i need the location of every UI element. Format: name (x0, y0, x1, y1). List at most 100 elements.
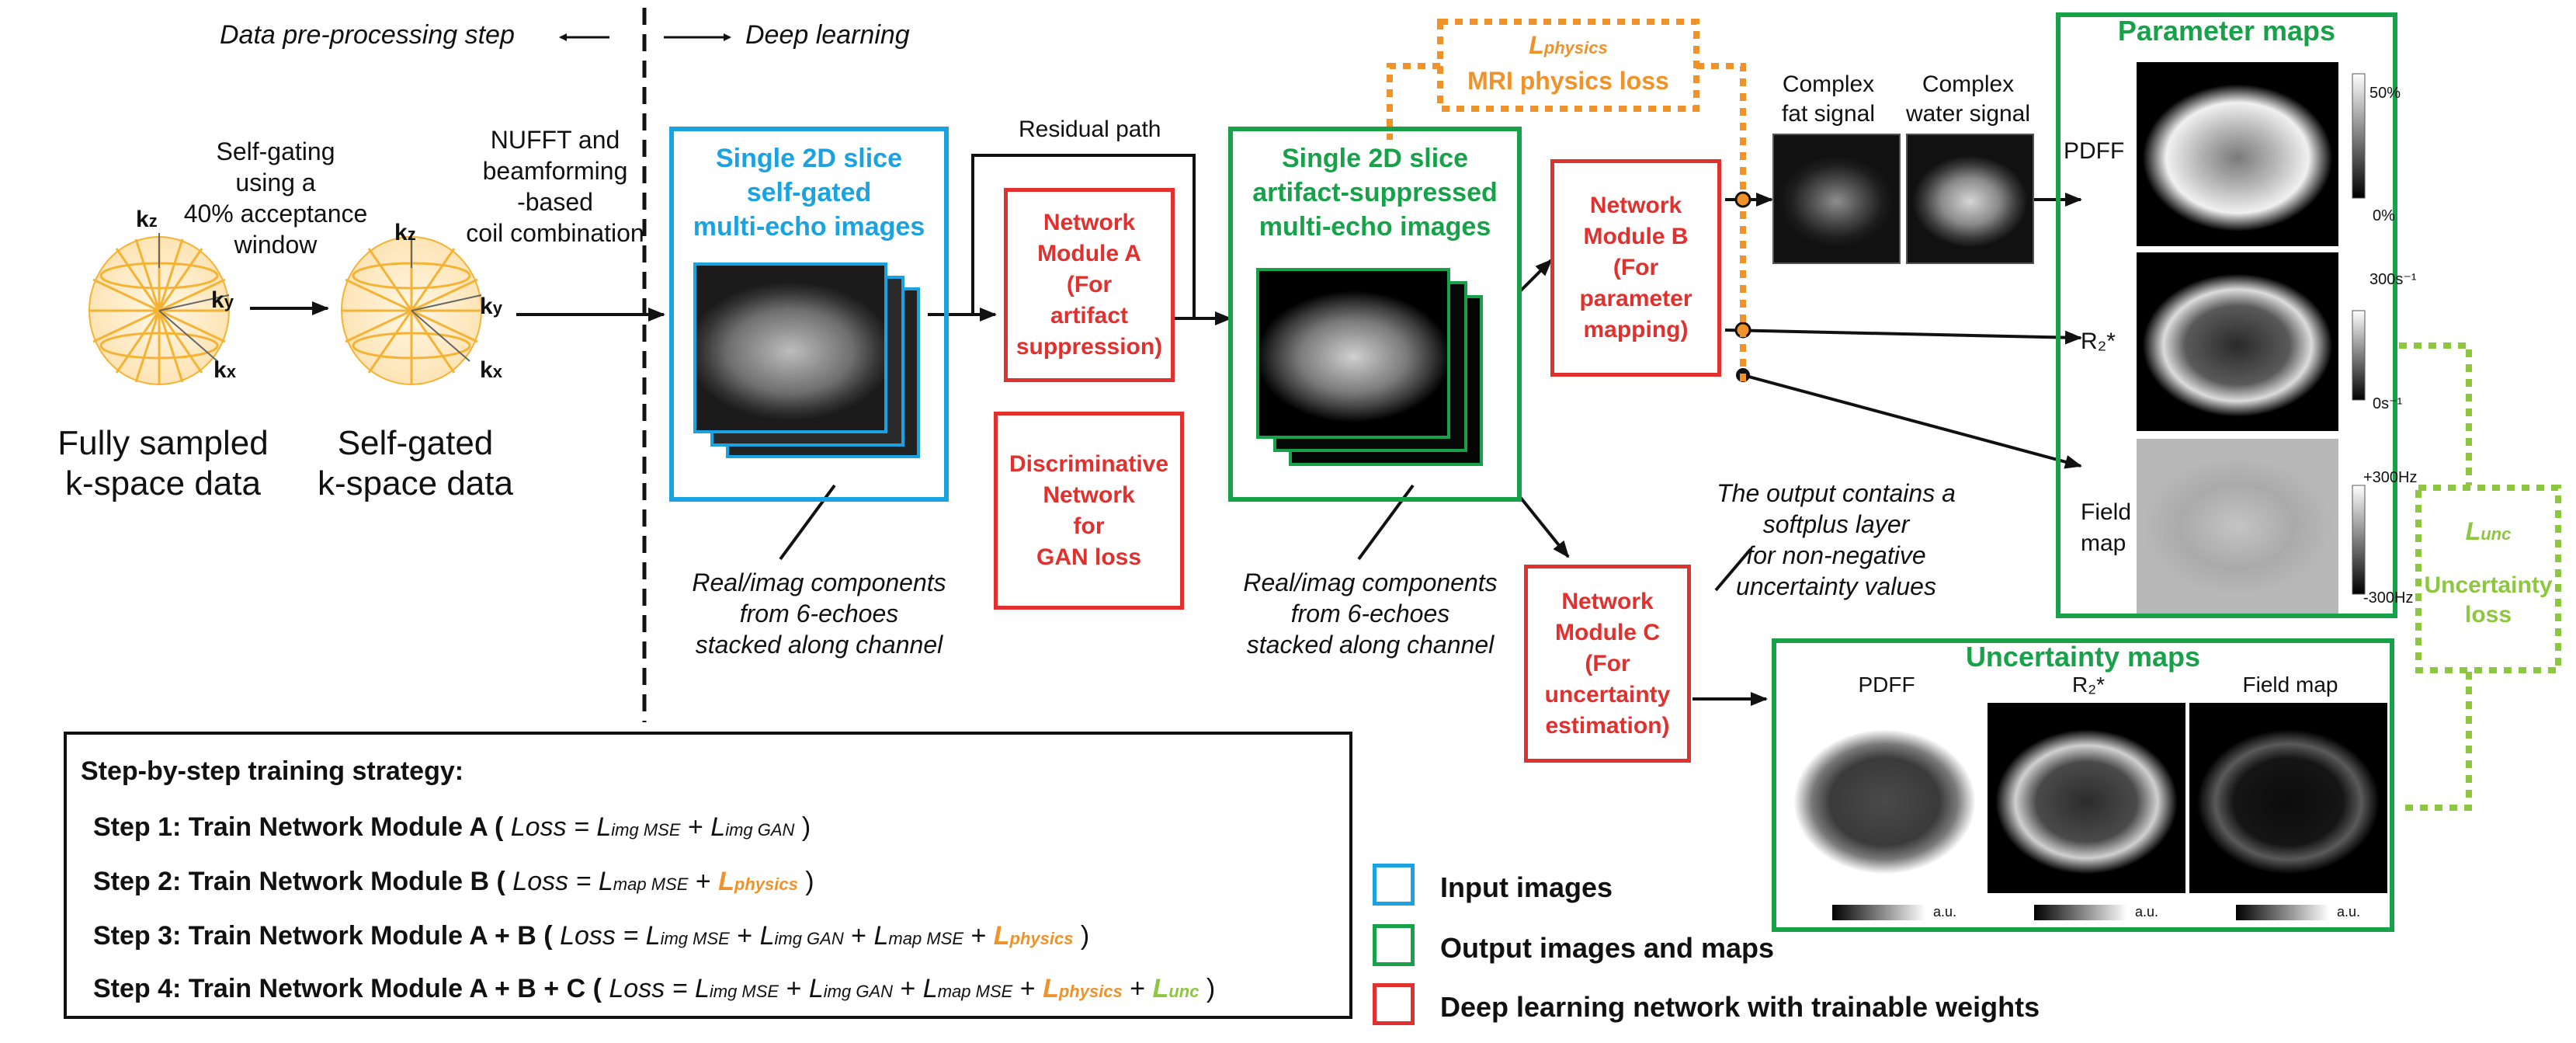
parameter-maps-title: Parameter maps (2117, 15, 2336, 47)
pdff-bottom-tick: 0% (2373, 207, 2395, 224)
loss-term: Limg GAN (710, 812, 795, 842)
uncertainty-unit-1: a.u. (1933, 904, 1957, 920)
physics-loss-dashed (1387, 19, 1746, 388)
uncertainty-maps-box (1772, 638, 2394, 932)
legend-swatch-network (1373, 983, 1415, 1025)
legend-swatch-output (1373, 924, 1415, 966)
parameter-maps-box (2056, 12, 2397, 618)
strategy-step-3: Step 3: Train Network Module A + B ( Los… (93, 921, 1089, 951)
loss-word: Loss = (609, 974, 695, 1003)
param-row-label-pdff: PDFF (2064, 138, 2125, 164)
self-gating-label: Self-gating using a 40% acceptance windo… (183, 137, 368, 259)
input-caption: Real/imag components from 6-echoes stack… (692, 568, 946, 659)
plus-sign: + (1012, 974, 1043, 1003)
kspace-self-gated-sphere (341, 233, 482, 385)
uncertainty-col-pdff: PDFF (1858, 673, 1915, 697)
kx-label-gated: kx (480, 357, 502, 383)
nufft-label: NUFFT and beamforming -based coil combin… (466, 126, 644, 247)
strategy-step-4: Step 4: Train Network Module A + B + C (… (93, 974, 1215, 1004)
plus-sign: + (729, 921, 760, 951)
uncertainty-col-r2: R₂* (2072, 673, 2105, 697)
legend-network: Deep learning network with trainable wei… (1440, 991, 2040, 1023)
legend-output: Output images and maps (1440, 932, 1775, 964)
complex-water-image (1906, 134, 2034, 264)
kx-label-full: kx (214, 357, 236, 383)
r2-map-image (2137, 252, 2338, 431)
output-images-box (1228, 127, 1522, 502)
plus-sign: + (680, 812, 711, 842)
plus-sign: + (963, 921, 994, 951)
ky-label-full: ky (211, 287, 234, 313)
uncertainty-pdff-image (1786, 703, 1984, 893)
loss-term: Limg MSE (596, 812, 681, 842)
flow-arrows (250, 154, 2082, 706)
softplus-note: The output contains a softplus layer for… (1717, 479, 1956, 600)
plus-sign: + (893, 974, 923, 1003)
uncertainty-col-fieldmap: Field map (2242, 673, 2338, 697)
kspace-full-sampled-sphere (89, 233, 230, 385)
plus-sign: + (843, 921, 874, 951)
uncertainty-maps-title: Uncertainty maps (1965, 641, 2201, 673)
training-strategy-box: Step-by-step training strategy: Step 1: … (64, 732, 1352, 1019)
strategy-step-label: Step 1: Train Network Module A ( (93, 812, 511, 842)
pdff-map-image (2137, 62, 2338, 246)
loss-term: Lphysics (718, 867, 798, 896)
uncertainty-loss-label: Uncertainty loss (2424, 572, 2553, 628)
network-module-c: Network Module C (For uncertainty estima… (1524, 565, 1691, 763)
close-paren: ) (1073, 921, 1090, 951)
param-row-label-r2: R₂* (2081, 329, 2116, 354)
input-images-box (669, 127, 949, 502)
param-row-label-fieldmap: Field map (2081, 499, 2132, 556)
network-module-b: Network Module B (For parameter mapping) (1550, 159, 1721, 377)
loss-term: Limg GAN (808, 974, 894, 1003)
uncertainty-unit-2: a.u. (2135, 904, 2159, 920)
kz-label-full: kz (136, 207, 158, 232)
plus-sign: + (1122, 974, 1153, 1003)
loss-word: Loss = (510, 812, 597, 842)
loss-term: Limg GAN (759, 921, 844, 951)
loss-term: Lphysics (993, 921, 1074, 951)
input-block-title: Single 2D slice self-gated multi-echo im… (693, 144, 925, 242)
loss-term: Lunc (1152, 974, 1199, 1003)
uncertainty-fieldmap-image (2189, 703, 2387, 893)
strategy-step-2: Step 2: Train Network Module B ( Loss = … (93, 867, 814, 897)
complex-water-label: Complex water signal (1905, 71, 2031, 127)
strategy-title: Step-by-step training strategy: (81, 756, 464, 786)
r2-top-tick: 300s⁻¹ (2369, 271, 2417, 288)
physics-loss-label: MRI physics loss (1467, 67, 1669, 95)
network-module-a: Network Module A (For artifact suppressi… (1004, 188, 1175, 382)
strategy-step-label: Step 3: Train Network Module A + B ( (93, 921, 561, 951)
complex-fat-image (1772, 134, 1901, 264)
loss-term: Lmap MSE (873, 921, 963, 951)
full-kspace-caption: Fully sampled k-space data (57, 424, 269, 502)
deep-learning-label: Deep learning (745, 20, 910, 50)
close-paren: ) (797, 867, 814, 896)
uncertainty-loss-dashed (2399, 342, 2561, 811)
legend-input: Input images (1440, 871, 1613, 903)
loss-term: Lphysics (1043, 974, 1123, 1003)
physics-loss-symbol: Lphysics (1529, 31, 1608, 59)
discriminative-network: Discriminative Network for GAN loss (994, 412, 1184, 610)
loss-term: Lmap MSE (598, 867, 689, 896)
residual-path-label: Residual path (1019, 116, 1161, 142)
r2-bottom-tick: 0s⁻¹ (2373, 395, 2403, 412)
loss-term: Lmap MSE (922, 974, 1013, 1003)
strategy-step-label: Step 2: Train Network Module B ( (93, 867, 513, 896)
input-echo-image (693, 262, 887, 433)
legend-swatch-input (1373, 864, 1415, 906)
colorbars (1832, 73, 2366, 920)
loss-term: Limg MSE (694, 974, 779, 1003)
field-map-image (2137, 439, 2338, 614)
complex-fat-label: Complex fat signal (1781, 71, 1876, 127)
close-paren: ) (794, 812, 811, 842)
ky-label-gated: ky (480, 294, 502, 319)
uncertainty-loss-symbol: Lunc (2465, 517, 2512, 545)
loss-word: Loss = (560, 921, 646, 951)
uncertainty-r2-image (1988, 703, 2185, 893)
gated-kspace-caption: Self-gated k-space data (318, 424, 513, 502)
loss-term: Limg MSE (645, 921, 730, 951)
close-paren: ) (1199, 974, 1216, 1003)
output-caption: Real/imag components from 6-echoes stack… (1243, 568, 1498, 659)
pdff-top-tick: 50% (2369, 85, 2401, 102)
